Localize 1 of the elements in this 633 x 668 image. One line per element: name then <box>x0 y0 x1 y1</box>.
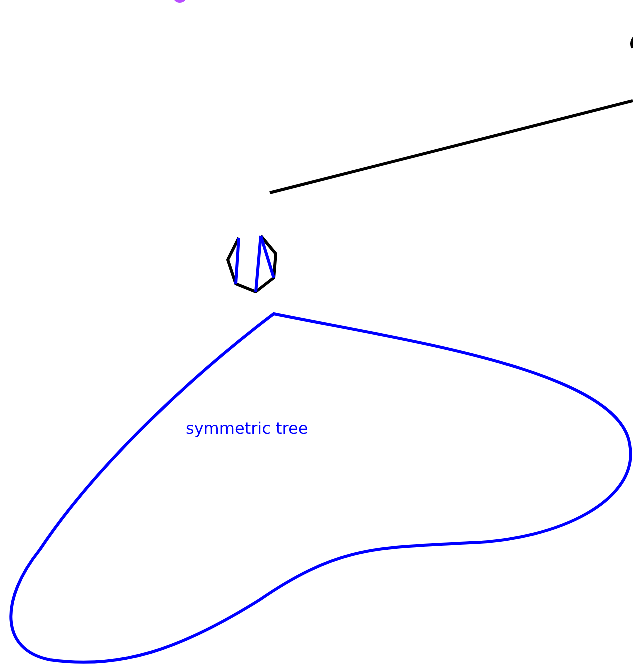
region-label: symmetric tree <box>186 419 308 438</box>
